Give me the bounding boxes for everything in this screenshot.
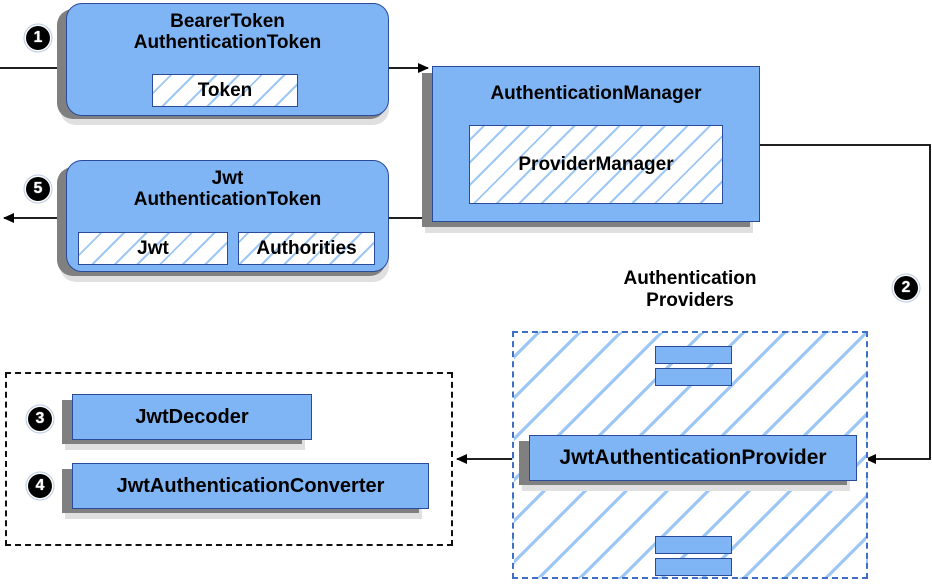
step-marker-3-label: 3 — [35, 410, 45, 427]
jwt-decoder-label: JwtDecoder — [135, 405, 249, 428]
subbox-provider-manager-label: ProviderManager — [518, 153, 674, 175]
node-jwt-authentication-converter[interactable]: JwtAuthenticationConverter — [72, 463, 429, 509]
bearer-token-title-line1: BearerToken — [170, 11, 285, 32]
authentication-providers-caption: Authentication Providers — [570, 268, 810, 312]
jwt-token-title-line1: Jwt — [211, 168, 244, 189]
step-marker-1-label: 1 — [33, 29, 43, 46]
node-jwt-decoder[interactable]: JwtDecoder — [72, 394, 312, 440]
step-marker-3: 3 — [28, 407, 52, 431]
subbox-authorities-label: Authorities — [256, 237, 357, 259]
authentication-providers-caption-line2: Providers — [646, 290, 734, 312]
step-marker-1: 1 — [26, 26, 50, 50]
container-jwt-support — [5, 372, 453, 546]
step-marker-2-label: 2 — [901, 279, 911, 296]
step-marker-4-label: 4 — [35, 477, 45, 494]
jwt-authentication-converter-label: JwtAuthenticationConverter — [116, 474, 385, 497]
step-marker-2: 2 — [894, 276, 918, 300]
subbox-jwt-label: Jwt — [137, 237, 169, 259]
bearer-token-title-line2: AuthenticationToken — [133, 32, 322, 54]
provider-bar-bottom-2 — [655, 558, 732, 576]
provider-bar-top-1 — [655, 346, 732, 364]
subbox-authorities[interactable]: Authorities — [238, 232, 375, 265]
jwt-authentication-provider-label: JwtAuthenticationProvider — [559, 446, 827, 470]
provider-bar-top-2 — [655, 368, 732, 386]
authentication-providers-caption-line1: Authentication — [623, 268, 757, 289]
step-marker-4: 4 — [28, 474, 52, 498]
subbox-jwt[interactable]: Jwt — [78, 232, 228, 265]
subbox-token-label: Token — [197, 79, 253, 101]
step-marker-5: 5 — [26, 177, 50, 201]
node-jwt-authentication-provider[interactable]: JwtAuthenticationProvider — [529, 435, 857, 481]
authentication-manager-title: AuthenticationManager — [490, 83, 702, 104]
step-marker-5-label: 5 — [33, 180, 43, 197]
jwt-token-title-line2: AuthenticationToken — [133, 189, 322, 211]
provider-bar-bottom-1 — [655, 536, 732, 554]
subbox-provider-manager[interactable]: ProviderManager — [469, 125, 723, 204]
subbox-token[interactable]: Token — [152, 74, 298, 107]
